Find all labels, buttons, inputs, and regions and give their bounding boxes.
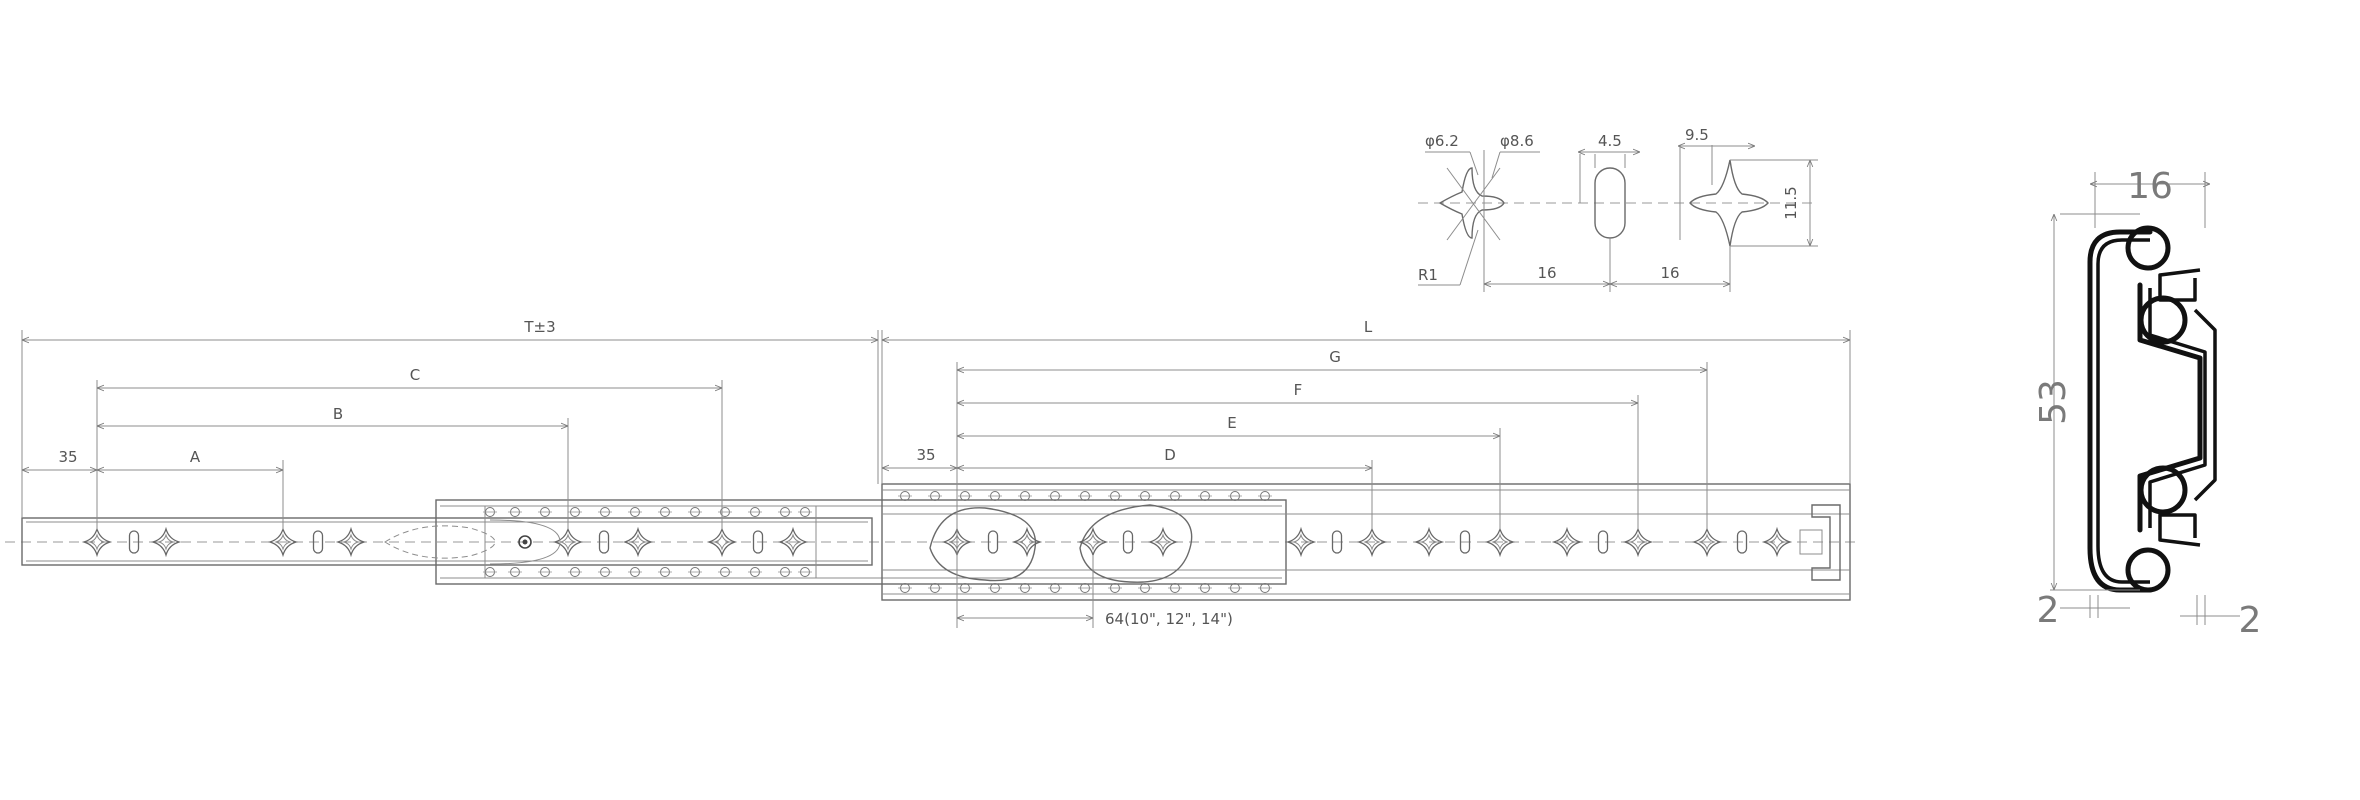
dim-b: B	[333, 405, 343, 423]
cross-section-profile	[2087, 225, 2217, 593]
dim-c: C	[410, 366, 420, 384]
dim-4-5: 4.5	[1598, 132, 1622, 150]
outer-member	[881, 483, 1851, 601]
dimension-lines-right	[881, 330, 1851, 628]
dim-d: D	[1164, 446, 1176, 464]
profile-gap-2-left: 2	[2037, 590, 2060, 631]
dim-a: A	[190, 448, 201, 466]
dimension-lines-left	[21, 330, 879, 530]
profile-gap-2-right: 2	[2239, 600, 2262, 641]
dim-l: L	[1364, 318, 1373, 336]
dim-11-5: 11.5	[1782, 186, 1800, 219]
dim-r1: R1	[1418, 266, 1438, 284]
dim-35-right: 35	[916, 446, 935, 464]
inner-member	[5, 491, 1860, 593]
dim-phi86: φ8.6	[1500, 132, 1534, 150]
profile-height-53: 53	[2033, 379, 2074, 425]
dim-e: E	[1227, 414, 1236, 432]
dim-64: 64(10", 12", 14")	[1105, 610, 1233, 628]
profile-dimensions	[2050, 172, 2240, 625]
dim-16-b: 16	[1660, 264, 1679, 282]
dim-35-left: 35	[58, 448, 77, 466]
dim-16-a: 16	[1537, 264, 1556, 282]
dim-f: F	[1294, 381, 1303, 399]
dim-phi62: φ6.2	[1425, 132, 1459, 150]
dim-9-5: 9.5	[1685, 126, 1709, 144]
hole-detail	[1418, 145, 1818, 292]
dim-t3: T±3	[523, 318, 555, 336]
profile-width-16: 16	[2127, 166, 2173, 207]
dim-g: G	[1329, 348, 1341, 366]
